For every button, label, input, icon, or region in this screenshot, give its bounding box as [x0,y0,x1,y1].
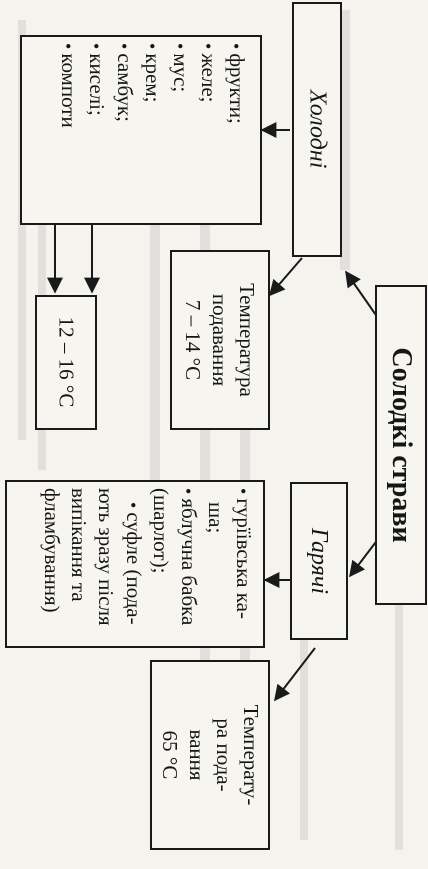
hot-node: Гарячі [290,482,348,640]
cold-item: •киселі; [85,43,109,116]
hot-item: •яблучна бабка [177,488,201,626]
compote-temp: 12 – 16 °C [36,295,98,430]
arrow-root-to-cold [345,270,379,319]
hot-item: випікання та [67,488,91,602]
hot-temp-label-3: вання [185,729,209,781]
cold-item: •самбук; [113,43,137,122]
cold-temp-label: Температура подавання [208,283,260,397]
cold-item: •фрукти; [225,43,249,124]
compote-temp-box [35,295,97,430]
hot-node-label: Гарячі [306,527,333,594]
hot-item: ють зразу після [94,488,118,626]
cold-temp-value: 7 – 14 °C [181,299,206,381]
cold-item: •крем; [141,43,165,103]
cold-item: •мус; [169,43,193,93]
root-node: Солодкі страви [377,285,425,605]
hot-item: (шарлот); [149,488,173,574]
hot-items-box [5,480,265,648]
hot-temp-label-2: ра пода- [212,718,236,792]
cold-node-box [292,2,342,257]
cold-temp: Температура подавання 7 – 14 °C [170,250,270,430]
hot-temp-label-1: Температу- [239,704,263,806]
cold-items-box [20,35,262,225]
cold-item: •желе; [197,43,221,103]
hot-node-box [290,482,348,640]
hot-items: •гурїівська ка- ша; •яблучна бабка (шарл… [5,480,265,648]
hot-temp-box [150,660,270,850]
hot-item: •гурїівська ка- [232,488,256,619]
compote-temp-value: 12 – 16 °C [55,316,79,408]
root-node-box [375,285,427,605]
hot-item: •суфле (пода- [122,502,146,625]
root-node-label: Солодкі страви [386,347,417,543]
hot-temp: Температу- ра пода- вання 65 °C [150,660,270,850]
cold-temp-box [170,250,270,430]
arrow-cold-to-temp [268,257,303,297]
cold-items: •фрукти; •желе; •мус; •крем; •самбук; •к… [20,35,262,225]
hot-item: ша; [204,502,228,534]
arrow-hot-to-temp [274,647,316,702]
cold-node-label: Холодні [305,89,331,169]
cold-node: Холодні [293,2,343,257]
hot-temp-value: 65 °C [158,730,182,780]
cold-item: •компоти [57,43,81,128]
hot-item: фламбування) [40,488,64,613]
